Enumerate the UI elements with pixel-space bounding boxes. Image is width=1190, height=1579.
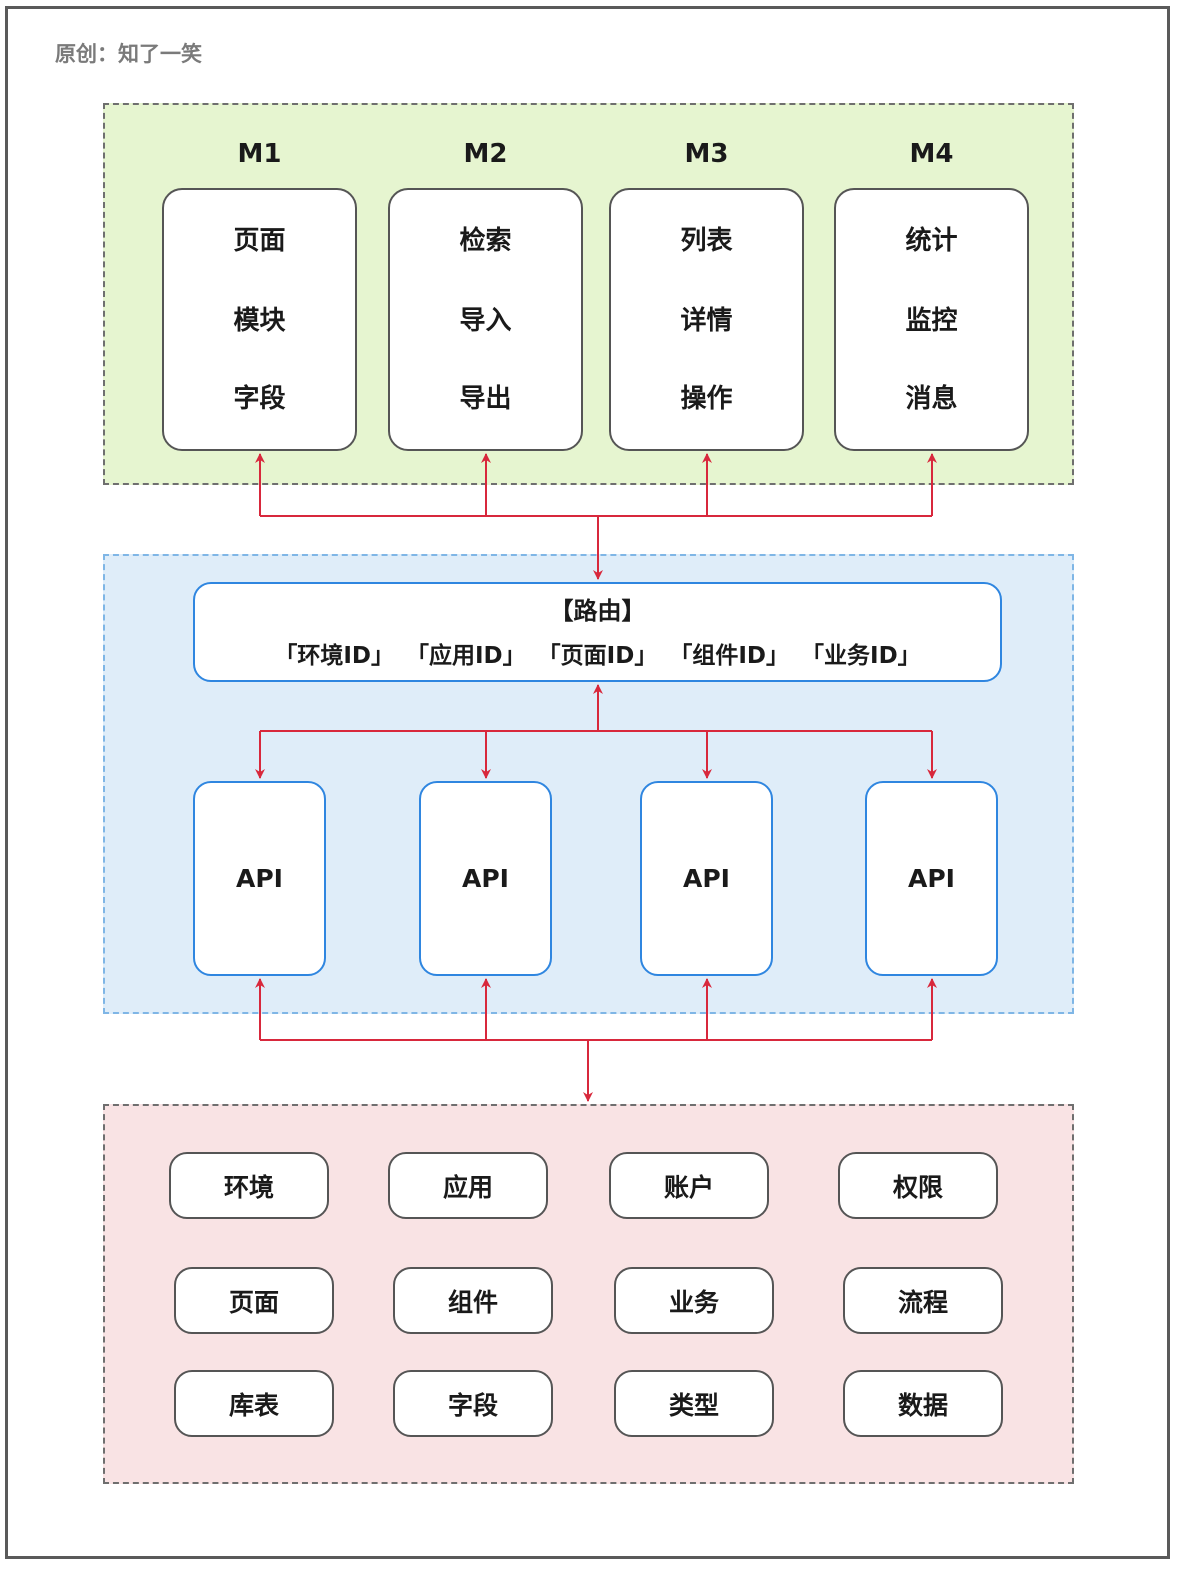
resource-item: 类型 <box>614 1370 774 1437</box>
api-card-2: API <box>419 781 552 976</box>
module-item: 页面 <box>233 226 286 256</box>
router-box: 【路由】 「环境ID」 「应用ID」 「页面ID」 「组件ID」 「业务ID」 <box>193 582 1002 682</box>
resource-item: 页面 <box>174 1267 334 1334</box>
resource-item: 字段 <box>393 1370 553 1437</box>
api-card-1: API <box>193 781 326 976</box>
resource-item: 权限 <box>838 1152 998 1219</box>
resource-item: 业务 <box>614 1267 774 1334</box>
module-title-m4: M4 <box>909 139 954 169</box>
resource-item: 组件 <box>393 1267 553 1334</box>
resource-label: 流程 <box>897 1287 948 1317</box>
api-label: API <box>236 864 283 893</box>
resource-item: 库表 <box>174 1370 334 1437</box>
module-item: 列表 <box>680 226 733 256</box>
resource-label: 类型 <box>668 1390 719 1420</box>
api-card-4: API <box>865 781 998 976</box>
module-item: 字段 <box>233 384 286 414</box>
module-item: 监控 <box>905 306 958 336</box>
router-params: 「环境ID」 「应用ID」 「页面ID」 「组件ID」 「业务ID」 <box>195 643 1000 669</box>
module-title-m3: M3 <box>684 139 729 169</box>
resource-label: 环境 <box>223 1172 274 1202</box>
resource-item: 应用 <box>388 1152 548 1219</box>
resource-item: 环境 <box>169 1152 329 1219</box>
router-param-component-id: 「组件ID」 <box>669 643 789 669</box>
router-param-env-id: 「环境ID」 <box>274 643 394 669</box>
resource-label: 权限 <box>892 1172 943 1202</box>
resource-item: 流程 <box>843 1267 1003 1334</box>
resource-label: 库表 <box>228 1390 279 1420</box>
resource-label: 账户 <box>663 1172 714 1202</box>
resource-label: 字段 <box>447 1390 498 1420</box>
resource-label: 业务 <box>668 1287 719 1317</box>
resource-label: 页面 <box>228 1287 279 1317</box>
module-item: 统计 <box>905 226 958 256</box>
router-title: 【路由】 <box>549 597 646 625</box>
resource-item: 账户 <box>609 1152 769 1219</box>
module-title-m2: M2 <box>463 139 508 169</box>
module-card-m2: 检索 导入 导出 <box>388 188 583 451</box>
diagram-frame <box>5 6 1170 1559</box>
module-item: 检索 <box>459 226 512 256</box>
resource-label: 应用 <box>442 1172 493 1202</box>
router-param-page-id: 「页面ID」 <box>537 643 658 669</box>
api-label: API <box>908 864 955 893</box>
router-param-app-id: 「应用ID」 <box>406 643 526 669</box>
module-item: 导出 <box>459 384 512 414</box>
api-label: API <box>462 864 509 893</box>
module-card-m1: 页面 模块 字段 <box>162 188 357 451</box>
author-credit: 原创：知了一笑 <box>55 42 202 66</box>
module-item: 模块 <box>233 306 286 336</box>
module-item: 操作 <box>680 384 733 414</box>
module-card-m4: 统计 监控 消息 <box>834 188 1029 451</box>
resource-item: 数据 <box>843 1370 1003 1437</box>
module-item: 消息 <box>905 384 958 414</box>
api-card-3: API <box>640 781 773 976</box>
api-label: API <box>683 864 730 893</box>
module-title-m1: M1 <box>237 139 282 169</box>
router-param-business-id: 「业务ID」 <box>801 643 921 669</box>
module-item: 导入 <box>459 306 512 336</box>
resource-label: 数据 <box>897 1390 948 1420</box>
module-card-m3: 列表 详情 操作 <box>609 188 804 451</box>
module-item: 详情 <box>680 306 733 336</box>
resource-label: 组件 <box>447 1287 498 1317</box>
